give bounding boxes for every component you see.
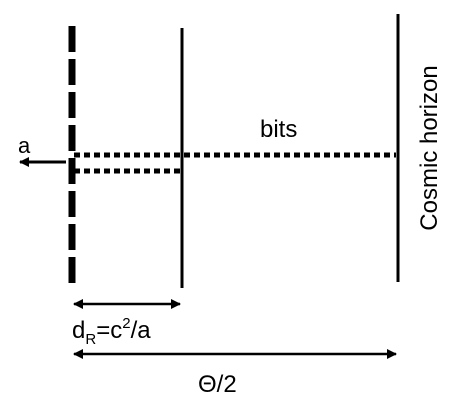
rindler-superscript: 2: [122, 315, 130, 332]
bits-label: bits: [260, 116, 297, 143]
acceleration-label: a: [18, 133, 31, 158]
rindler-subscript: R: [85, 331, 96, 348]
rindler-tail: /a: [131, 317, 152, 344]
cosmic-horizon-label: Cosmic horizon: [416, 65, 443, 230]
rindler-distance-label: dR=c2/a: [72, 315, 151, 348]
rindler-eq: =c: [96, 317, 122, 344]
rindler-d: d: [72, 317, 85, 344]
theta-half-label: Θ/2: [198, 371, 237, 398]
